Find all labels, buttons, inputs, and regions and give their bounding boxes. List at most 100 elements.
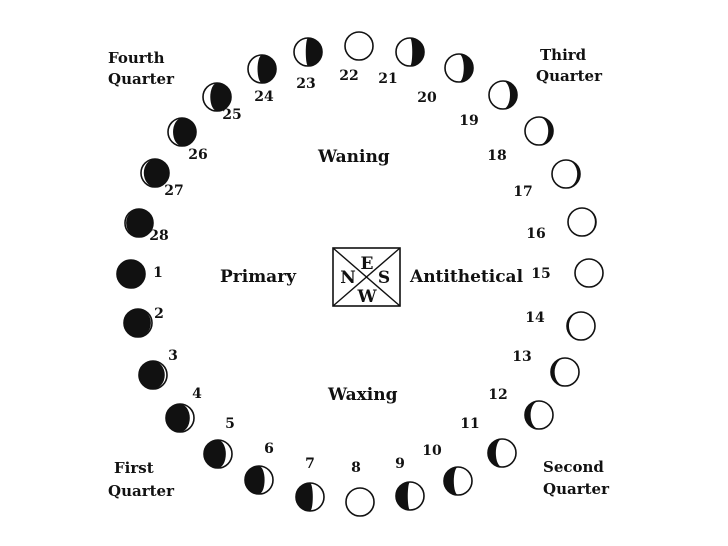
moon-shading xyxy=(248,55,262,83)
moon-shading xyxy=(259,466,273,494)
phase-number-9: 9 xyxy=(395,456,405,472)
moon-phase-23 xyxy=(293,37,323,67)
phase-number-26: 26 xyxy=(188,147,207,163)
moon-outline xyxy=(524,400,554,430)
moon-phase-5 xyxy=(203,439,233,469)
second-quarter-label-line1: Second xyxy=(543,458,604,476)
moon-disc xyxy=(552,160,580,188)
third-quarter-label-line2: Quarter xyxy=(536,67,603,85)
moon-outline xyxy=(574,258,604,288)
phase-number-17: 17 xyxy=(513,184,532,200)
moon-shading xyxy=(218,440,232,468)
moon-outline xyxy=(202,82,232,112)
phase-number-2: 2 xyxy=(154,306,164,322)
moon-phase-10 xyxy=(443,466,473,496)
moon-phase-14 xyxy=(566,311,596,341)
moon-shading xyxy=(153,361,167,389)
moon-disc xyxy=(551,358,579,386)
moon-outline xyxy=(524,116,554,146)
moon-shading xyxy=(566,160,580,188)
moon-shading xyxy=(503,81,517,109)
moon-outline xyxy=(138,360,168,390)
moon-phase-26 xyxy=(167,117,197,147)
phase-number-19: 19 xyxy=(459,113,478,129)
phase-number-8: 8 xyxy=(351,460,361,476)
moon-outline xyxy=(487,438,517,468)
moon-phase-2 xyxy=(123,308,153,338)
moon-shading xyxy=(180,404,194,432)
moon-disc xyxy=(168,118,196,146)
moon-shading xyxy=(525,401,539,429)
moon-shading xyxy=(567,312,581,340)
moon-phase-6 xyxy=(244,465,274,495)
first-quarter-label-line1: First xyxy=(114,459,154,477)
compass-north: N xyxy=(340,268,356,288)
moon-phase-21 xyxy=(395,37,425,67)
first-quarter-label-line2: Quarter xyxy=(108,482,175,500)
moon-phase-7 xyxy=(295,482,325,512)
phase-number-16: 16 xyxy=(526,226,545,242)
moon-phase-22 xyxy=(344,31,374,61)
phase-number-10: 10 xyxy=(422,443,442,459)
moon-disc xyxy=(125,209,153,237)
compass-box: E N S W xyxy=(332,247,401,307)
phase-number-4: 4 xyxy=(192,386,202,402)
moon-phase-8 xyxy=(345,487,375,517)
moon-shading xyxy=(539,117,553,145)
moon-phase-9 xyxy=(395,481,425,511)
phase-number-6: 6 xyxy=(264,441,274,457)
moon-disc xyxy=(525,117,553,145)
moon-phase-19 xyxy=(488,80,518,110)
moon-outline xyxy=(203,439,233,469)
moon-shading xyxy=(168,118,182,146)
moon-phase-27 xyxy=(140,158,170,188)
moon-phase-15 xyxy=(574,258,604,288)
moon-shading xyxy=(310,483,324,511)
phase-number-28: 28 xyxy=(149,228,168,244)
fourth-quarter-label-line1: Fourth xyxy=(108,49,165,67)
moon-outline xyxy=(395,37,425,67)
moon-shading xyxy=(396,482,410,510)
phase-number-21: 21 xyxy=(378,71,397,87)
compass-diagonal-2 xyxy=(332,247,401,307)
moon-shading xyxy=(444,467,458,495)
primary-label: Primary xyxy=(220,267,297,287)
moon-phase-1 xyxy=(116,259,146,289)
moon-shading xyxy=(360,488,374,516)
moon-outline xyxy=(345,487,375,517)
moon-outline xyxy=(444,53,474,83)
moon-phase-16 xyxy=(567,207,597,237)
fourth-quarter-label-line2: Quarter xyxy=(108,70,175,88)
moon-phase-20 xyxy=(444,53,474,83)
moon-outline xyxy=(395,481,425,511)
moon-outline xyxy=(165,403,195,433)
moon-outline xyxy=(124,208,154,238)
moon-shading xyxy=(203,83,217,111)
phase-number-18: 18 xyxy=(487,148,506,164)
moon-outline xyxy=(344,31,374,61)
phase-number-1: 1 xyxy=(153,265,163,281)
moon-outline xyxy=(295,482,325,512)
moon-outline xyxy=(567,207,597,237)
moon-phase-18 xyxy=(524,116,554,146)
phase-number-23: 23 xyxy=(296,76,315,92)
moon-disc xyxy=(568,208,596,236)
phase-number-27: 27 xyxy=(164,183,183,199)
waxing-label: Waxing xyxy=(327,385,398,405)
moon-disc xyxy=(117,260,145,288)
moon-outline xyxy=(244,465,274,495)
phase-number-13: 13 xyxy=(512,349,531,365)
moon-shading xyxy=(294,38,308,66)
moon-disc xyxy=(166,404,194,432)
moon-outline xyxy=(140,158,170,188)
moon-disc xyxy=(525,401,553,429)
waning-label: Waning xyxy=(317,147,390,167)
moon-shading xyxy=(459,54,473,82)
moon-shading xyxy=(551,358,565,386)
moon-disc xyxy=(139,361,167,389)
moon-outline xyxy=(566,311,596,341)
moon-phase-11 xyxy=(487,438,517,468)
moon-phase-17 xyxy=(551,159,581,189)
compass-frame xyxy=(332,247,401,307)
moon-shading xyxy=(345,32,359,60)
